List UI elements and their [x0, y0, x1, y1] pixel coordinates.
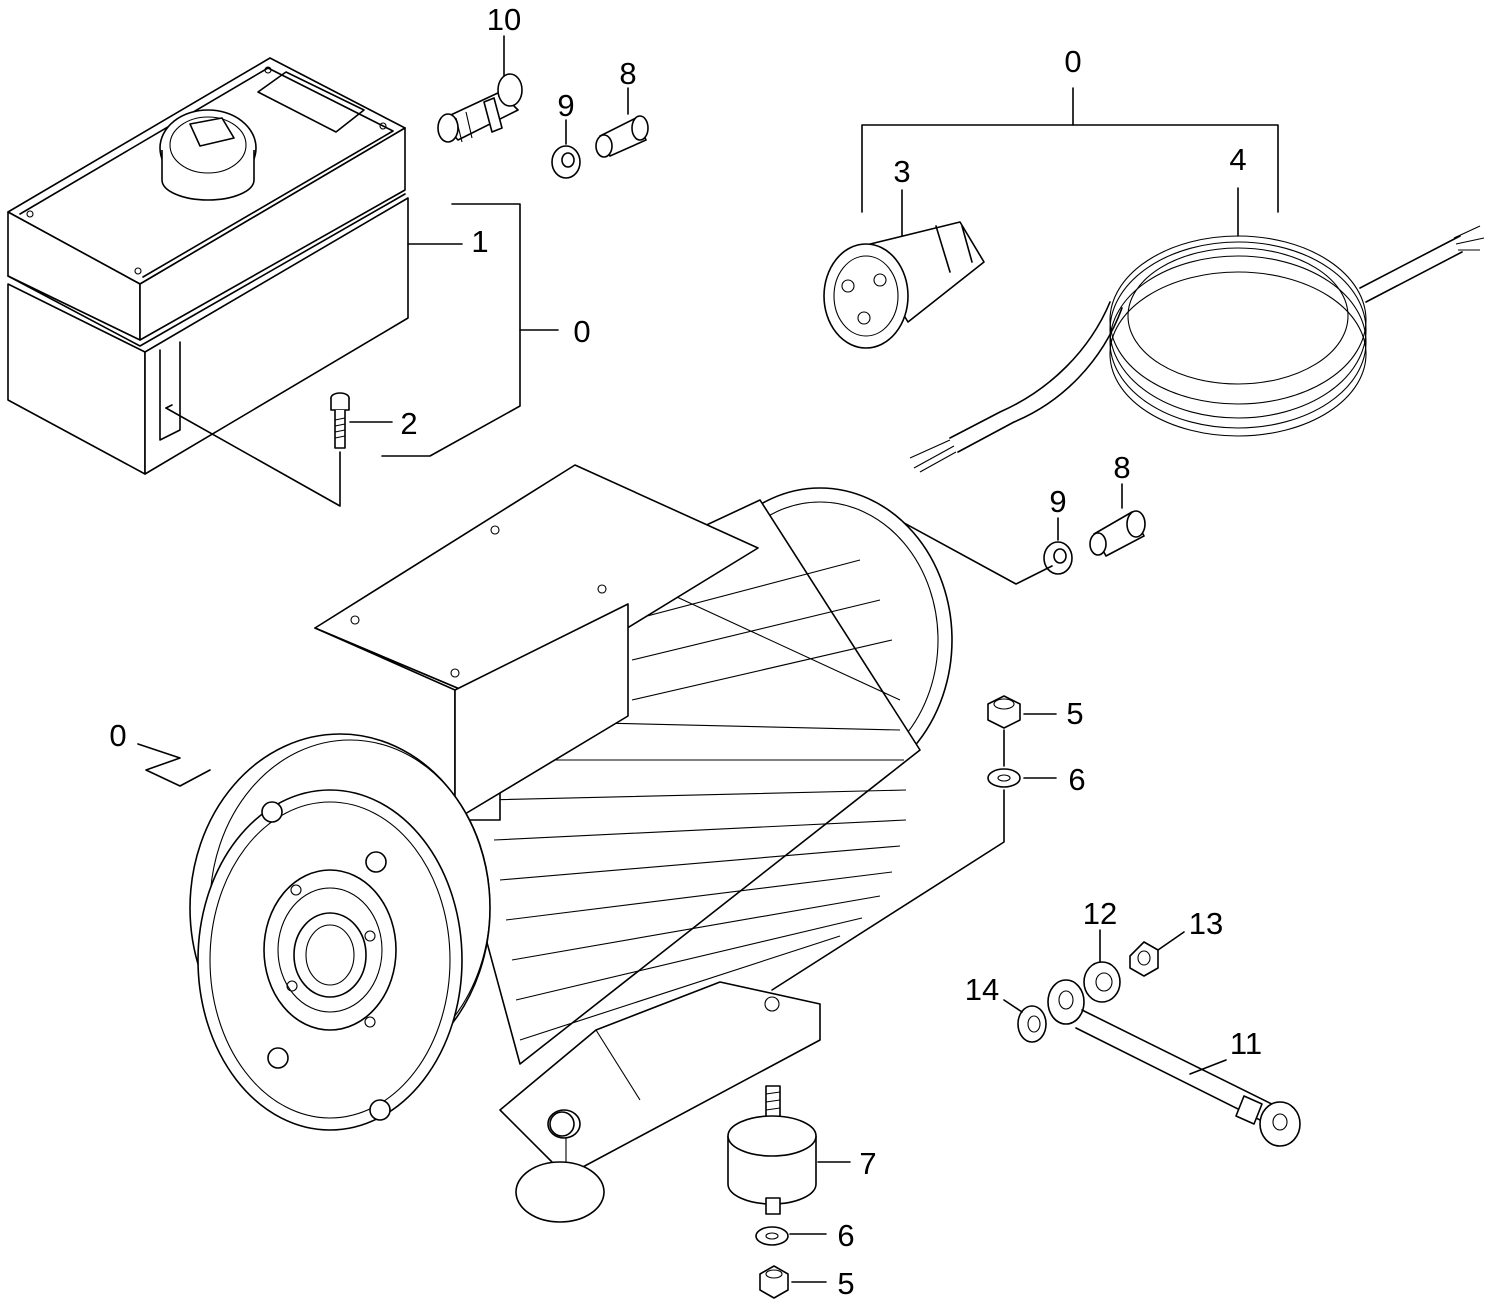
- nut-part-5-lower: [759, 1265, 789, 1299]
- nut-part-13: [1129, 941, 1159, 977]
- nut-part-5-upper: [987, 695, 1021, 729]
- fitting-part-10: [437, 73, 523, 143]
- leader-line-0-motor: [137, 743, 211, 787]
- label-part-2: 2: [400, 406, 417, 441]
- label-part-13: 13: [1189, 906, 1223, 941]
- leader-line-washer-to-foot: [771, 729, 1005, 991]
- lock-washer-part-14: [1017, 1005, 1047, 1043]
- leader-line-14: [1003, 999, 1023, 1013]
- label-part-9-upper: 9: [557, 88, 574, 123]
- label-part-7: 7: [859, 1146, 876, 1181]
- label-part-4: 4: [1229, 142, 1246, 177]
- washer-part-6-lower: [755, 1226, 789, 1246]
- label-part-6-upper: 6: [1068, 762, 1085, 797]
- leader-line-11: [1189, 1059, 1227, 1075]
- screw-part-2: [330, 392, 350, 449]
- washer-part-6-upper: [987, 768, 1021, 788]
- label-part-6-lower: 6: [837, 1218, 854, 1253]
- plug-part-3: [823, 221, 985, 349]
- label-part-0-motor: 0: [109, 718, 126, 753]
- label-part-8-lower: 8: [1113, 450, 1130, 485]
- label-part-10: 10: [487, 2, 521, 37]
- switch-box: [7, 57, 409, 475]
- label-part-5-lower: 5: [837, 1266, 854, 1301]
- nut-part-9-lower: [1043, 541, 1073, 575]
- label-part-11: 11: [1230, 1026, 1262, 1061]
- label-part-14: 14: [965, 972, 999, 1007]
- label-part-9-lower: 9: [1049, 484, 1066, 519]
- washer-part-12: [1083, 961, 1121, 1003]
- label-part-12: 12: [1083, 896, 1117, 931]
- ground-strap-part-11: [1047, 979, 1301, 1147]
- label-part-0-box: 0: [573, 314, 590, 349]
- coiled-cable-part-4: [909, 225, 1485, 473]
- gland-part-8-lower: [1089, 510, 1146, 557]
- electric-motor: [189, 464, 953, 1223]
- label-part-3: 3: [893, 154, 910, 189]
- leader-bracket-box: [381, 203, 521, 457]
- leader-line-13: [1157, 931, 1185, 951]
- leader-bracket-cable: [861, 124, 1279, 213]
- leader-line-screw: [165, 407, 341, 507]
- nut-part-9-upper: [551, 145, 581, 179]
- label-part-8-upper: 8: [619, 56, 636, 91]
- label-part-0-cable: 0: [1064, 44, 1081, 79]
- label-part-5-upper: 5: [1066, 696, 1083, 731]
- gland-part-8-upper: [595, 115, 649, 158]
- vibration-mount-part-7: [727, 1085, 817, 1215]
- label-part-1: 1: [471, 224, 488, 259]
